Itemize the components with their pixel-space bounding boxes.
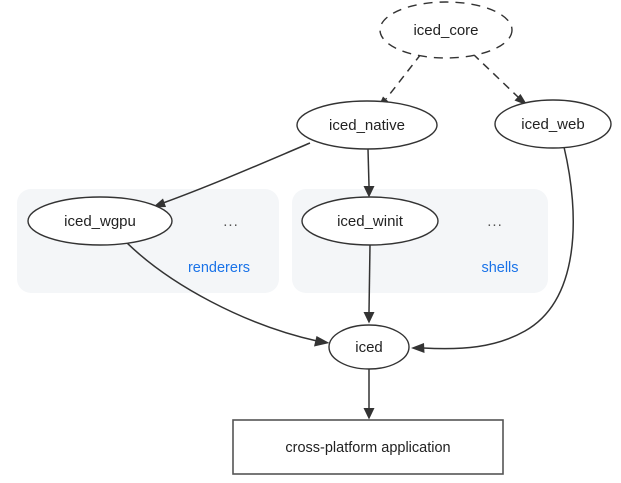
edge-winit-to-iced: [363, 244, 375, 324]
edge-wgpu-to-iced: [125, 241, 330, 347]
node-label-iced-core: iced_core: [413, 22, 478, 39]
node-shape-iced[interactable]: [328, 324, 410, 370]
node-iced-native[interactable]: iced_native: [296, 100, 438, 150]
edge-path-winit-to-iced: [368, 244, 371, 313]
edge-core-to-native: [377, 53, 422, 109]
node-label-iced-native: iced_native: [329, 117, 405, 134]
node-shape-iced-wgpu[interactable]: [27, 196, 173, 246]
node-shape-iced-native[interactable]: [296, 100, 438, 150]
node-cross-platform-application[interactable]: cross-platform application: [232, 419, 504, 475]
edge-iced-to-app: [363, 369, 375, 420]
arrowhead-wgpu-to-iced: [314, 336, 330, 347]
edge-path-native-to-wgpu: [162, 142, 311, 204]
arrowhead-web-to-iced: [411, 343, 425, 353]
node-shape-iced-core[interactable]: [379, 1, 513, 59]
ellipsis-renderers: ...: [223, 213, 239, 230]
node-shape-iced-web[interactable]: [494, 99, 612, 149]
node-shape-iced-winit[interactable]: [301, 196, 439, 246]
edge-native-to-winit: [363, 148, 375, 198]
node-iced-winit[interactable]: iced_winit: [301, 196, 439, 246]
edge-web-to-iced: [411, 146, 574, 353]
node-label-iced: iced: [355, 339, 383, 356]
ellipsis-shells: ...: [487, 213, 503, 230]
edge-path-native-to-winit: [367, 148, 370, 187]
node-label-iced-winit: iced_winit: [337, 213, 404, 230]
node-iced-web[interactable]: iced_web: [494, 99, 612, 149]
node-iced-wgpu[interactable]: iced_wgpu: [27, 196, 173, 246]
edge-path-core-to-native: [385, 53, 422, 100]
group-label-shells: shells: [481, 260, 518, 276]
edge-path-core-to-web: [472, 53, 519, 98]
node-label-iced-web: iced_web: [521, 116, 584, 133]
node-iced[interactable]: iced: [328, 324, 410, 370]
node-label-cross-platform-application: cross-platform application: [285, 440, 450, 456]
arrowhead-native-to-winit: [363, 186, 375, 198]
edge-path-web-to-iced: [422, 146, 574, 350]
node-iced-core[interactable]: iced_core: [379, 1, 513, 59]
edge-path-wgpu-to-iced: [125, 241, 318, 342]
node-shape-cross-platform-application[interactable]: [232, 419, 504, 475]
arrowhead-winit-to-iced: [363, 312, 375, 324]
group-label-renderers: renderers: [188, 260, 250, 276]
arrowhead-iced-to-app: [363, 408, 375, 420]
edge-core-to-web: [472, 53, 528, 106]
node-label-iced-wgpu: iced_wgpu: [64, 213, 136, 230]
